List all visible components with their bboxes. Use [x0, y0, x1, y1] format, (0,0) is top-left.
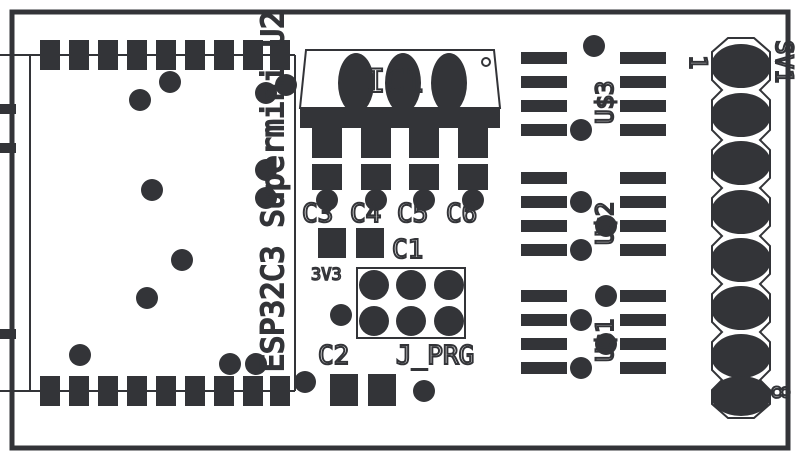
- pin-8-label: 8: [766, 385, 794, 399]
- cap-labels: C3 C4 C5 C6 C1 C2 J_PRG: [301, 198, 478, 372]
- c6-label: C6: [446, 199, 477, 229]
- c2-label: C2: [318, 341, 349, 371]
- ic1-label: IC1: [366, 62, 424, 100]
- vias: [69, 35, 617, 402]
- module-pads-top: [40, 40, 290, 70]
- sensor-u3: [521, 52, 666, 136]
- j-prg-header: [356, 267, 466, 339]
- module-label: ESP32C3 SuperminiU2: [256, 11, 291, 372]
- sensor-u3-label: U$3: [591, 81, 619, 124]
- sensor-u1: [521, 290, 666, 374]
- sensor-u1-label: U$1: [591, 319, 619, 362]
- sv1-connector: [711, 37, 771, 419]
- edge-stubs: [0, 104, 16, 339]
- c1-pads: [318, 228, 384, 258]
- c4-label: C4: [350, 199, 381, 229]
- sensor-u2: [521, 172, 666, 256]
- pin-1-label: 1: [684, 55, 712, 69]
- sensor-u2-label: U$2: [591, 202, 619, 245]
- c1-label: C1: [392, 235, 423, 265]
- sv1-label: SV1: [770, 40, 798, 83]
- c2-pads: [330, 374, 396, 406]
- ic1-regulator: IC1: [298, 49, 502, 211]
- module-pads-bottom: [40, 376, 290, 406]
- net-3v3-label: 3V3: [311, 265, 342, 285]
- c5-label: C5: [397, 199, 428, 229]
- c3-label: C3: [302, 199, 333, 229]
- board-outline: [9, 9, 791, 451]
- jumper-label: J_PRG: [396, 341, 474, 371]
